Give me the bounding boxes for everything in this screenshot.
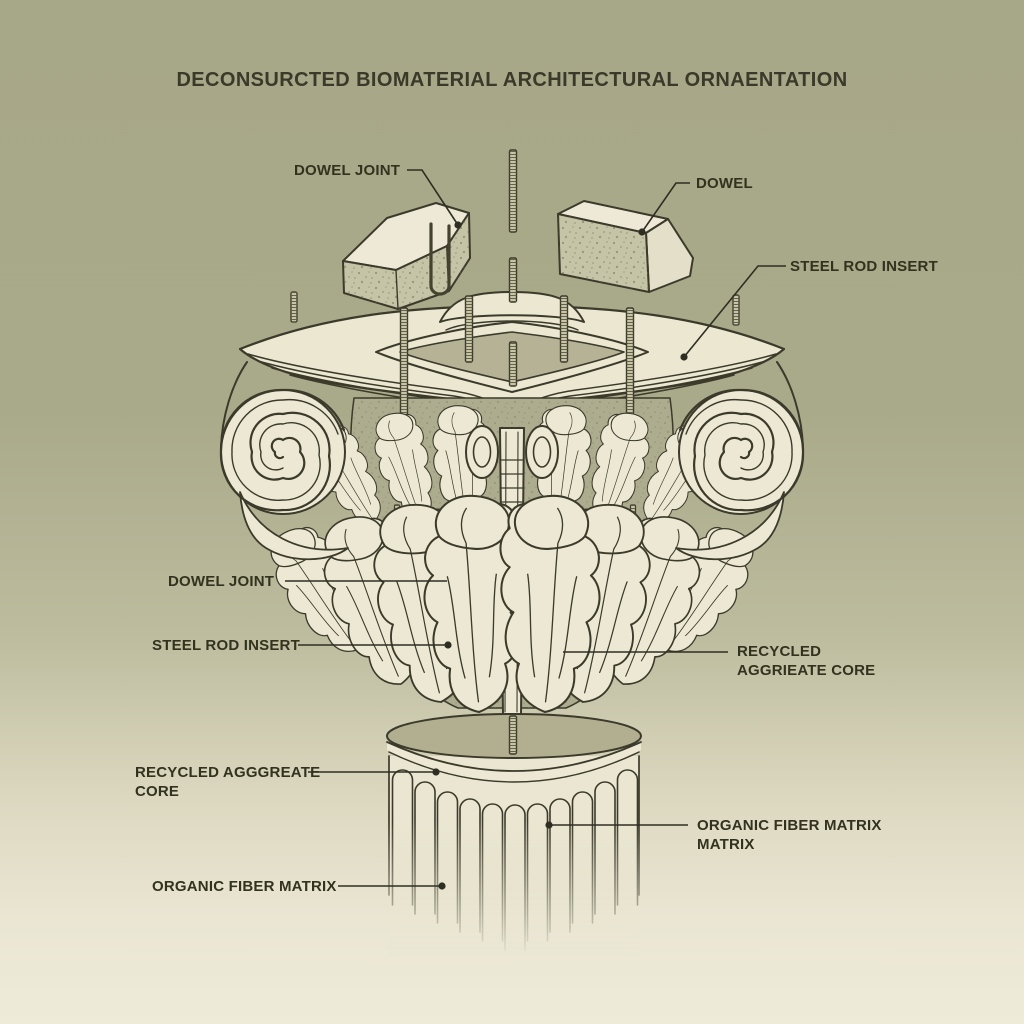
stone-block-right [557,200,694,293]
label-line: RECYCLED AGGGREATE [135,764,321,781]
diagram-title: DECONSURCTED BIOMATERIAL ARCHITECTURAL O… [176,69,848,91]
label-dowel-joint-top: DOWEL JOINT [294,162,401,179]
dowel-staple [429,222,451,296]
label-steel-rod-insert-right: STEEL ROD INSERT [790,258,938,275]
label-line: RECYCLED [737,643,822,660]
label-line: AGGRIEATE CORE [737,662,876,679]
label-organic-fiber-matrix-right: ORGANIC FIBER MATRIX MATRIX [697,816,882,854]
column-shaft [386,713,642,956]
label-steel-rod-insert-left: STEEL ROD INSERT [152,637,300,654]
label-recycled-agggreate-core: RECYCLED AGGGREATE CORE [135,763,320,801]
label-line: MATRIX [697,836,755,853]
stone-block-left [342,202,471,310]
leader-lines [285,169,786,890]
label-dowel-joint-left: DOWEL JOINT [168,573,275,590]
label-line: CORE [135,783,180,800]
label-organic-fiber-matrix-left: ORGANIC FIBER MATRIX [152,878,337,895]
label-recycled-aggrieate-core: RECYCLED AGGRIEATE CORE [737,642,875,680]
label-line: ORGANIC FIBER MATRIX [697,817,882,834]
label-dowel: DOWEL [696,175,753,192]
column-flutes [391,769,639,951]
